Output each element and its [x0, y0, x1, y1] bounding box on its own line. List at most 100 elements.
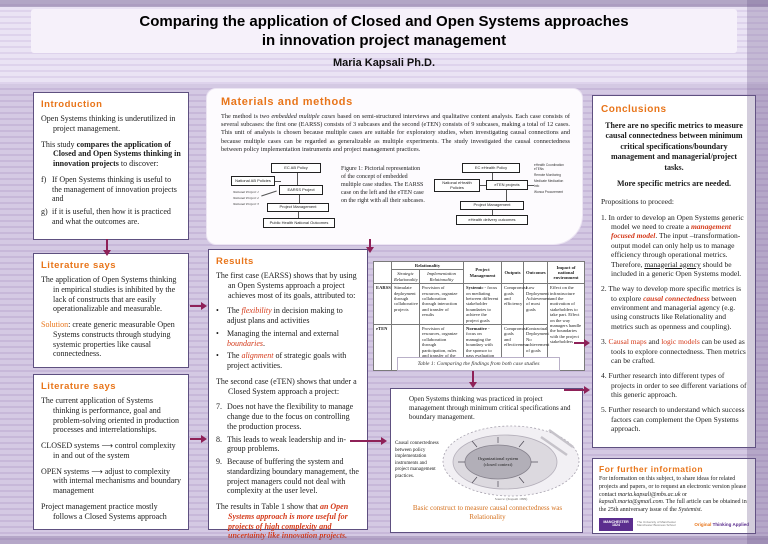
email-link-2[interactable]: kapsali.maria@gmail.com — [599, 499, 663, 506]
eten-node-national-policies: National eHealth Policies — [434, 179, 480, 192]
figure1-caption: Figure 1: Pictorial representation of th… — [341, 166, 425, 205]
arrow-literature2-to-results — [190, 438, 203, 440]
page-title: Comparing the application of Closed and … — [31, 9, 737, 53]
literature2-p1: The current application of Systems think… — [41, 396, 179, 435]
panel-literature-2: Literature says The current application … — [33, 374, 189, 530]
arrow-intro-to-literature — [106, 239, 108, 251]
table1-subheader-strategic: Strategic Relationality — [391, 269, 420, 285]
oval-label-1: Organizational system — [478, 456, 519, 461]
earss-node-national-policies: National AB Policies — [231, 176, 275, 186]
introduction-item-f: f)If Open Systems thinking is useful to … — [41, 174, 177, 204]
original-thinking-applied-tagline: Original Thinking Applied — [694, 521, 749, 527]
panel-conclusions: Conclusions There are no specific metric… — [592, 95, 756, 448]
arrow-literature1-to-results — [190, 305, 203, 307]
arrowhead-right-icon — [381, 437, 387, 445]
table1-header-impact: Impact of national environment — [547, 260, 586, 285]
table1-cell-impact: Effect on the infrastructure and the mot… — [547, 283, 586, 372]
further-info-heading: For further information — [599, 464, 704, 474]
results-p2: The second case (eTEN) shows that under … — [216, 376, 357, 396]
literature2-p4: Project management practice mostly follo… — [41, 501, 167, 521]
arrow-table-to-conclusions — [574, 342, 586, 344]
oval-label-2: (closed context) — [484, 462, 513, 467]
panel-construct: Open Systems thinking was practiced in p… — [390, 388, 583, 533]
top-border-strip — [0, 0, 768, 7]
table1-corner — [373, 260, 392, 285]
table-row: EARSS Stimulate deployment through colla… — [373, 283, 586, 372]
table1-row-eten-label: eTEN — [373, 324, 392, 372]
panel-literature-1: Literature says The application of Open … — [33, 253, 189, 368]
bottom-border-strip — [0, 536, 768, 544]
introduction-heading: Introduction — [41, 99, 103, 110]
arrowhead-right-icon — [584, 386, 590, 394]
conclusions-heading: Conclusions — [601, 104, 667, 115]
introduction-p1: Open Systems thinking is underutilized i… — [41, 114, 176, 133]
table1-cell: Low Deployment Achievement of most goals — [523, 283, 551, 326]
eten-connector — [506, 190, 507, 201]
systems-oval-diagram: Organizational system (closed context) — [441, 425, 581, 497]
earss-node-ec-policy: EC AB Policy — [271, 163, 321, 173]
arrowhead-right-icon — [201, 302, 207, 310]
introduction-item-g: g)if it is useful, then how it is practi… — [41, 207, 171, 226]
panel-further-information: For further information For information … — [592, 458, 756, 534]
earss-node-pm: Project Management — [267, 203, 329, 212]
earss-node-project: EARSS Project — [279, 185, 323, 195]
conclusions-prop-3: 3. Causal maps and logic models can be u… — [601, 337, 746, 365]
earss-connector — [261, 190, 277, 197]
results-bullet-3: •The alignment of strategic goals with p… — [216, 351, 347, 370]
title-line-2: in innovation project management — [261, 32, 507, 49]
panel-introduction: Introduction Open Systems thinking is un… — [33, 92, 189, 240]
conclusions-bold1: There are no specific metrics to measure… — [605, 121, 743, 172]
table1-cell: Provision of resources, organize collabo… — [418, 283, 465, 326]
conclusions-prop-4: 4. Further research into different types… — [601, 371, 747, 400]
earss-subcase-1: National Project 1 — [233, 190, 259, 194]
oval-diagonal-bars — [540, 428, 574, 457]
earss-connector — [299, 195, 300, 203]
table1-cell: Compromise goals and efficiency — [501, 283, 528, 326]
panel-materials-methods: Materials and methods The method is two … — [206, 88, 583, 245]
literature1-heading: Literature says — [41, 260, 117, 271]
table1-header-outputs: Outputs — [501, 260, 525, 285]
arrow-construct-to-conclusions — [564, 389, 586, 391]
earss-connector — [298, 212, 299, 218]
logo-row: MANCHESTER 1824 The University of Manche… — [599, 517, 749, 531]
eten-connector — [492, 173, 493, 180]
eten-connector — [528, 185, 534, 186]
earss-connector — [297, 173, 298, 185]
arrow-results-to-construct — [350, 440, 383, 442]
conclusions-prop-5: 5. Further research to understand which … — [601, 405, 745, 434]
email-link-1[interactable]: maria.kapsali@mbs.ac.uk — [617, 491, 681, 498]
conclusions-bold2: More specific metrics are needed. — [616, 178, 732, 188]
arrowhead-right-icon — [584, 339, 590, 347]
results-item-9: 9.Because of buffering the system and st… — [216, 457, 359, 496]
panel-results: Results The first case (EARSS) shows tha… — [208, 249, 368, 540]
results-item-7: 7.Does not have the flexibility to manag… — [216, 402, 354, 431]
literature2-closed: CLOSED systems ⟶ control complexity in a… — [41, 441, 176, 460]
table1-cell: Systemic - focus on mediating between di… — [463, 283, 503, 326]
figure1-eten-diagram: EC eHealth Policy National eHealth Polic… — [434, 163, 566, 241]
arrow-materials-to-table — [369, 239, 371, 248]
earss-connector — [275, 181, 281, 182]
introduction-p2: This study compares the application of C… — [41, 139, 181, 169]
materials-text: The method is two embedded multiple case… — [221, 113, 570, 153]
results-p1: The first case (EARSS) shows that by usi… — [216, 271, 357, 300]
eten-node-pm: Project Management — [460, 201, 524, 210]
title-line-1: Comparing the application of Closed and … — [139, 13, 629, 30]
oval-arrow-ticks — [458, 437, 538, 487]
results-bullet-1: •The flexibility in decision making to a… — [216, 306, 343, 325]
eten-subcase-list: eHealth Coordination eTENs Remote Monito… — [534, 163, 564, 194]
further-info-text: For information on this subject, to shar… — [599, 476, 747, 514]
right-border-strip — [747, 0, 768, 544]
construct-p1: Open Systems thinking was practiced in p… — [409, 395, 571, 422]
figure1-earss-diagram: EC AB Policy National AB Policies Nation… — [231, 163, 337, 239]
literature2-open: OPEN systems ⟶ adjust to complexity with… — [41, 466, 181, 496]
arrowhead-right-icon — [201, 435, 207, 443]
eten-connector — [480, 185, 486, 186]
table1-cell: Contractual Deployment No achievement of… — [523, 324, 549, 372]
eten-node-outcomes: eHealth delivery outcomes — [456, 215, 528, 225]
table1-subheader-implementation: Implementation Relationality — [418, 269, 465, 285]
literature1-p1: The application of Open Systems thinking… — [41, 275, 177, 314]
table1-cell: Stimulate deployment through collaborati… — [391, 283, 420, 326]
table1-row-earss-label: EARSS — [373, 283, 392, 326]
conclusions-props-label: Propositions to proceed: — [601, 197, 674, 207]
oval-source: Source: (Kapsali 1999) — [494, 497, 528, 501]
